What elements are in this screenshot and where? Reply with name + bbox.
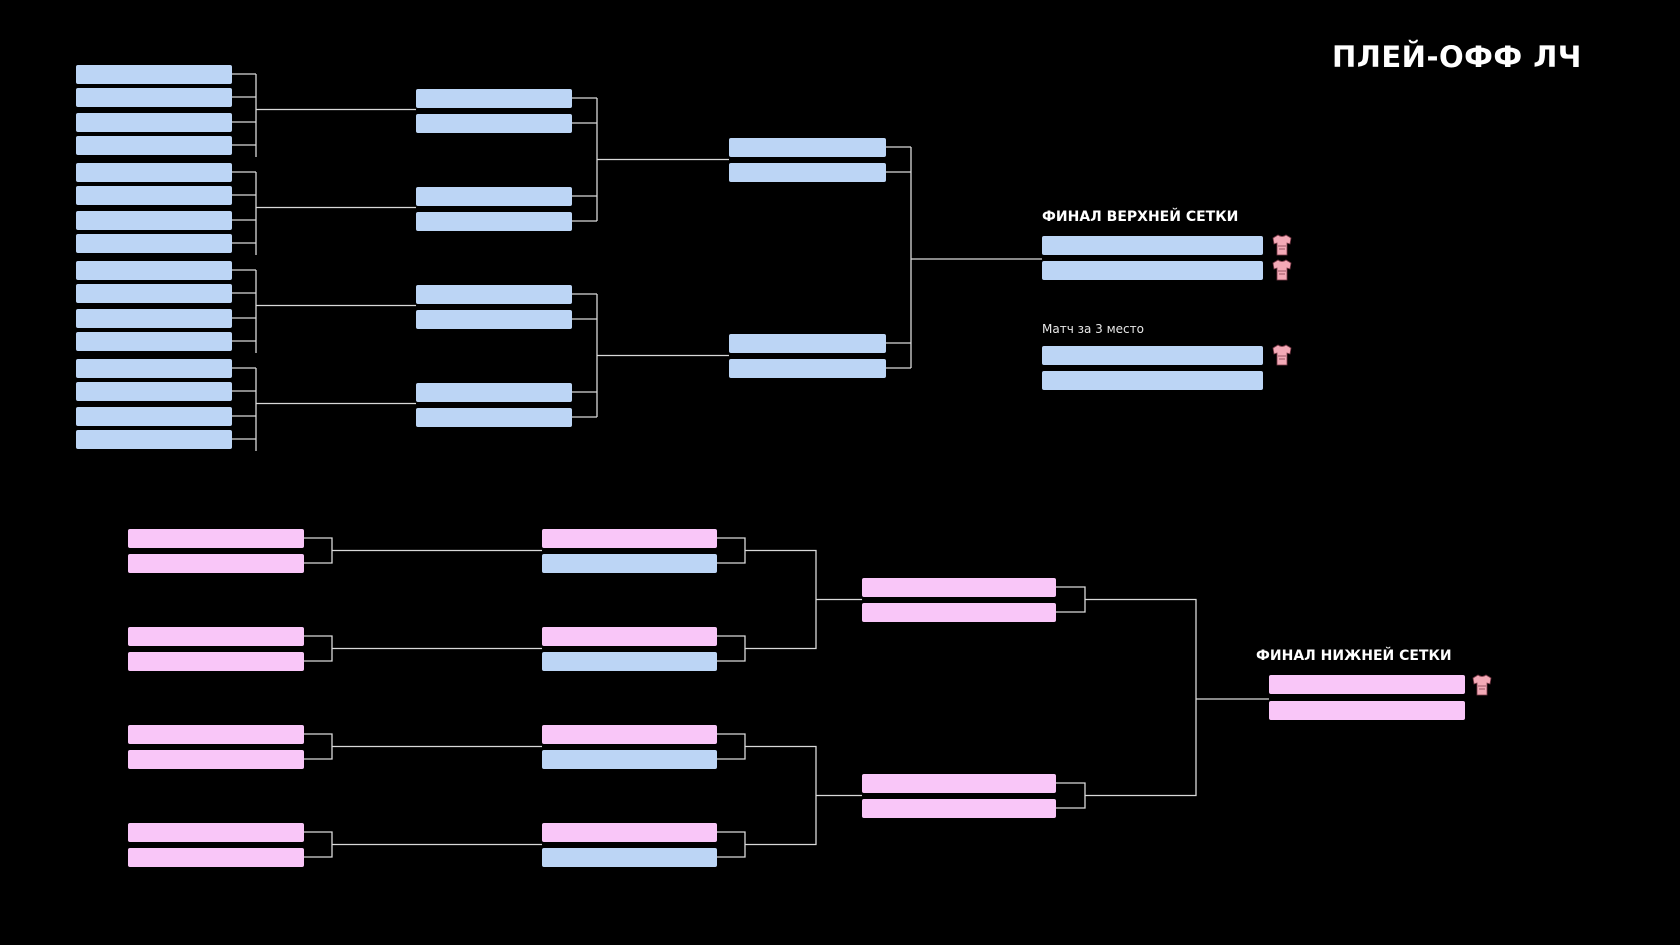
lower-final-slot-1[interactable] bbox=[1269, 675, 1465, 694]
connector-line bbox=[304, 635, 333, 662]
upper-r16-slot-2[interactable] bbox=[416, 114, 572, 133]
connector-line bbox=[1056, 586, 1086, 613]
upper-r16-slot-4[interactable] bbox=[416, 212, 572, 231]
upper-r32-slot-16[interactable] bbox=[76, 430, 232, 449]
upper-r16-slot-3[interactable] bbox=[416, 187, 572, 206]
upper-qf-slot-4[interactable] bbox=[729, 359, 886, 378]
lower-r1-slot-8[interactable] bbox=[128, 848, 304, 867]
upper-r32-slot-11[interactable] bbox=[76, 309, 232, 328]
jersey-icon bbox=[1272, 259, 1292, 281]
connector-line bbox=[717, 635, 746, 662]
lower-sf-slot-2[interactable] bbox=[862, 603, 1056, 622]
lower-r2-slot-4[interactable] bbox=[542, 652, 717, 671]
lower-r1-slot-4[interactable] bbox=[128, 652, 304, 671]
upper-r16-slot-1[interactable] bbox=[416, 89, 572, 108]
upper-qf-slot-2[interactable] bbox=[729, 163, 886, 182]
jersey-icon bbox=[1472, 674, 1492, 696]
upper-r32-slot-1[interactable] bbox=[76, 65, 232, 84]
upper-r32-slot-3[interactable] bbox=[76, 113, 232, 132]
lower-sf-slot-3[interactable] bbox=[862, 774, 1056, 793]
upper-r32-slot-10[interactable] bbox=[76, 284, 232, 303]
lower-r2-slot-3[interactable] bbox=[542, 627, 717, 646]
upper-r16-slot-6[interactable] bbox=[416, 310, 572, 329]
upper-r32-slot-4[interactable] bbox=[76, 136, 232, 155]
lower-r1-slot-7[interactable] bbox=[128, 823, 304, 842]
lower-sf-slot-1[interactable] bbox=[862, 578, 1056, 597]
upper-qf-slot-3[interactable] bbox=[729, 334, 886, 353]
connector-line bbox=[745, 745, 817, 846]
third-place-slot-1[interactable] bbox=[1042, 346, 1263, 365]
third-place-slot-2[interactable] bbox=[1042, 371, 1263, 390]
upper-r16-slot-5[interactable] bbox=[416, 285, 572, 304]
lower-r2-slot-2[interactable] bbox=[542, 554, 717, 573]
lower-sf-slot-4[interactable] bbox=[862, 799, 1056, 818]
lower-r2-slot-6[interactable] bbox=[542, 750, 717, 769]
connector-line bbox=[304, 733, 333, 760]
upper-r16-slot-7[interactable] bbox=[416, 383, 572, 402]
upper-final-slot-1[interactable] bbox=[1042, 236, 1263, 255]
upper-final-label: ФИНАЛ ВЕРХНЕЙ СЕТКИ bbox=[1042, 209, 1239, 225]
upper-r16-slot-8[interactable] bbox=[416, 408, 572, 427]
upper-r32-slot-13[interactable] bbox=[76, 359, 232, 378]
lower-r2-slot-8[interactable] bbox=[542, 848, 717, 867]
upper-r32-slot-7[interactable] bbox=[76, 211, 232, 230]
lower-r2-slot-5[interactable] bbox=[542, 725, 717, 744]
upper-r32-slot-6[interactable] bbox=[76, 186, 232, 205]
connector-line bbox=[1085, 598, 1197, 797]
connector-line bbox=[717, 537, 746, 564]
lower-r1-slot-5[interactable] bbox=[128, 725, 304, 744]
upper-qf-slot-1[interactable] bbox=[729, 138, 886, 157]
page-title: ПЛЕЙ-ОФФ ЛЧ bbox=[1332, 40, 1582, 74]
lower-r1-slot-2[interactable] bbox=[128, 554, 304, 573]
jersey-icon bbox=[1272, 344, 1292, 366]
connector-line bbox=[1056, 782, 1086, 809]
connector-line bbox=[304, 537, 333, 564]
upper-r32-slot-9[interactable] bbox=[76, 261, 232, 280]
connector-line bbox=[717, 831, 746, 858]
upper-r32-slot-14[interactable] bbox=[76, 382, 232, 401]
jersey-icon bbox=[1272, 234, 1292, 256]
upper-r32-slot-8[interactable] bbox=[76, 234, 232, 253]
upper-r32-slot-15[interactable] bbox=[76, 407, 232, 426]
connector-line bbox=[745, 549, 817, 650]
lower-r1-slot-3[interactable] bbox=[128, 627, 304, 646]
lower-r1-slot-6[interactable] bbox=[128, 750, 304, 769]
lower-r2-slot-1[interactable] bbox=[542, 529, 717, 548]
lower-final-slot-2[interactable] bbox=[1269, 701, 1465, 720]
lower-final-label: ФИНАЛ НИЖНЕЙ СЕТКИ bbox=[1256, 648, 1452, 664]
lower-r2-slot-7[interactable] bbox=[542, 823, 717, 842]
upper-r32-slot-2[interactable] bbox=[76, 88, 232, 107]
upper-final-slot-2[interactable] bbox=[1042, 261, 1263, 280]
connector-line bbox=[717, 733, 746, 760]
upper-r32-slot-12[interactable] bbox=[76, 332, 232, 351]
third-place-label: Матч за 3 место bbox=[1042, 322, 1144, 336]
lower-r1-slot-1[interactable] bbox=[128, 529, 304, 548]
upper-r32-slot-5[interactable] bbox=[76, 163, 232, 182]
connector-line bbox=[304, 831, 333, 858]
